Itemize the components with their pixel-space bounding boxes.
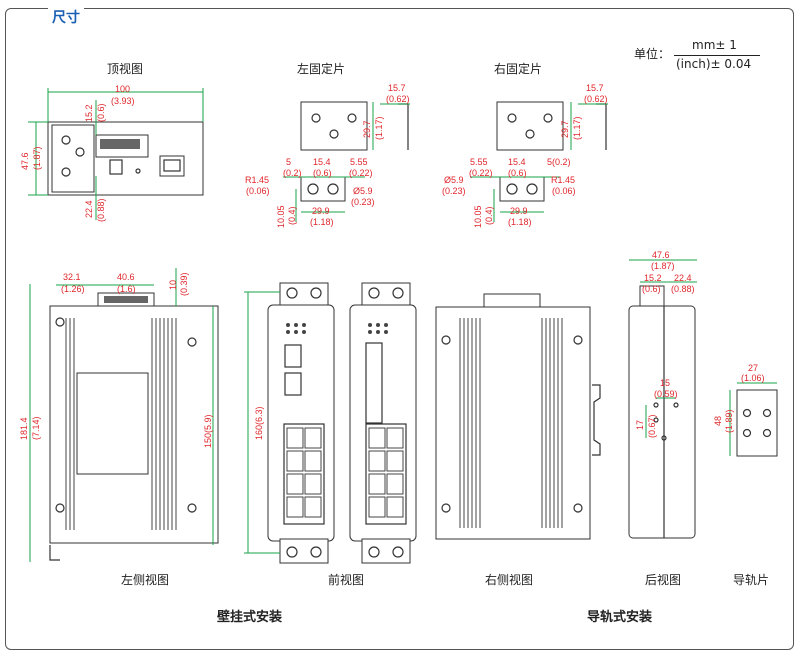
dim-lb-r-in: (0.06) [246,186,270,196]
right-side-view-label: 右侧视图 [485,573,534,587]
dim-rear-b: 22.4 [674,273,692,283]
dim-top-width: 100 [115,84,130,94]
dim-lb-d-in: (0.23) [351,197,375,207]
dim-lb-d: Ø5.9 [353,186,373,196]
dim-lb-e-in: (0.4) [287,206,297,225]
dim-top-d1-in: (0.6) [96,103,106,122]
dim-rear-c: 15 [660,378,670,388]
dim-rear-d-in: (0.67) [647,414,657,438]
dim-lb-w: 29.9 [312,206,330,216]
left-bracket-drawing [283,101,410,222]
dim-rb-r: R1.45 [551,175,575,185]
dim-lb-t-in: (0.62) [386,94,410,104]
dim-lb-t: 15.7 [388,83,406,93]
front-view-label: 前视图 [328,573,365,587]
dim-ls-c: 10 [168,280,178,290]
dim-rail-h: 48 [713,416,723,426]
dim-ls-a: 32.1 [63,272,81,282]
dim-rear-w: 47.6 [652,250,670,260]
dim-top-height-in: (1.87) [32,146,42,170]
top-view-label: 顶视图 [107,62,144,76]
dim-rb-w: 29.9 [510,206,528,216]
dimension-frame: 尺寸 [5,7,794,650]
unit-denominator: (inch)± 0.04 [676,57,752,71]
dim-rb-t-in: (0.62) [584,94,608,104]
dim-rail-w: 27 [748,363,758,373]
dim-ls-c-in: (0.39) [179,272,189,296]
dim-lb-e: 10.05 [276,205,286,228]
dim-lb-b: 15.4 [313,157,331,167]
right-bracket-label: 右固定片 [494,62,543,76]
right-bracket-drawing [470,101,608,222]
dim-lb-b-in: (0.6) [313,168,332,178]
dim-rb-b-in: (0.6) [508,168,527,178]
left-side-view-drawing [29,268,219,562]
unit-numerator: mm± 1 [692,38,737,52]
dim-rb-e: 10.05 [473,205,483,228]
unit-fraction-bar [674,55,760,56]
dim-rb-a: 5.55 [470,157,488,167]
dim-ls-h2: 150(5.9) [203,414,213,448]
dim-rb-d: Ø5.9 [444,175,464,185]
top-view-drawing [28,88,204,220]
dim-lb-r: R1.45 [245,175,269,185]
right-side-view-drawing [435,293,601,540]
rail-clip-label: 导轨片 [733,573,770,587]
front-view-drawing [244,282,417,564]
dim-top-width-in: (3.93) [111,96,135,106]
rail-clip-drawing [729,382,778,457]
dim-rear-w-in: (1.87) [651,261,675,271]
dim-rb-b: 15.4 [508,157,526,167]
dim-rear-d: 17 [635,420,645,430]
dim-lb-c: 5.55 [350,157,368,167]
rear-view-drawing [628,259,697,539]
dim-rear-a-in: (0.6) [642,284,661,294]
unit-label: 单位： [634,47,671,61]
dim-top-height: 47.6 [20,152,30,170]
dim-rb-h-in: (1.17) [572,116,582,140]
rear-view-label: 后视图 [645,573,682,587]
dim-rb-w-in: (1.18) [508,217,532,227]
dim-rb-d-in: (0.23) [442,186,466,196]
dim-ls-h-in: (7.14) [31,416,41,440]
wall-mount-label: 壁挂式安装 [217,610,283,625]
dim-lb-h-in: (1.17) [374,116,384,140]
dim-front-h: 160(6.3) [254,406,264,440]
dim-lb-c-in: (0.22) [349,168,373,178]
dim-rear-b-in: (0.88) [671,284,695,294]
dim-rail-h-in: (1.89) [724,409,734,433]
dim-lb-w-in: (1.18) [310,217,334,227]
dim-rb-r-in: (0.06) [552,186,576,196]
dim-ls-b: 40.6 [117,272,135,282]
dim-ls-a-in: (1.26) [61,284,85,294]
dim-lb-h: 29.7 [362,120,372,138]
section-title: 尺寸 [48,7,84,27]
dim-rear-c-in: (0.59) [654,389,678,399]
dim-ls-b-in: (1.6) [117,284,136,294]
dim-rb-a-in: (0.22) [469,168,493,178]
dim-lb-a: 5 [286,157,291,167]
left-side-view-label: 左侧视图 [121,573,170,587]
dim-top-d2-in: (0.88) [96,198,106,222]
dim-rb-h: 29.7 [560,120,570,138]
dim-rail-w-in: (1.06) [741,373,765,383]
left-bracket-label: 左固定片 [297,62,346,76]
dim-rb-e-in: (0.4) [484,206,494,225]
dim-rb-t: 15.7 [586,83,604,93]
dim-rear-a: 15.2 [644,273,662,283]
dim-top-d1: 15.2 [84,104,94,122]
dim-top-d2: 22.4 [84,200,94,218]
dim-ls-h: 181.4 [19,417,29,440]
dim-rb-c: 5(0.2) [547,157,571,167]
dim-lb-a-in: (0.2) [283,168,302,178]
din-mount-label: 导轨式安装 [587,610,653,625]
